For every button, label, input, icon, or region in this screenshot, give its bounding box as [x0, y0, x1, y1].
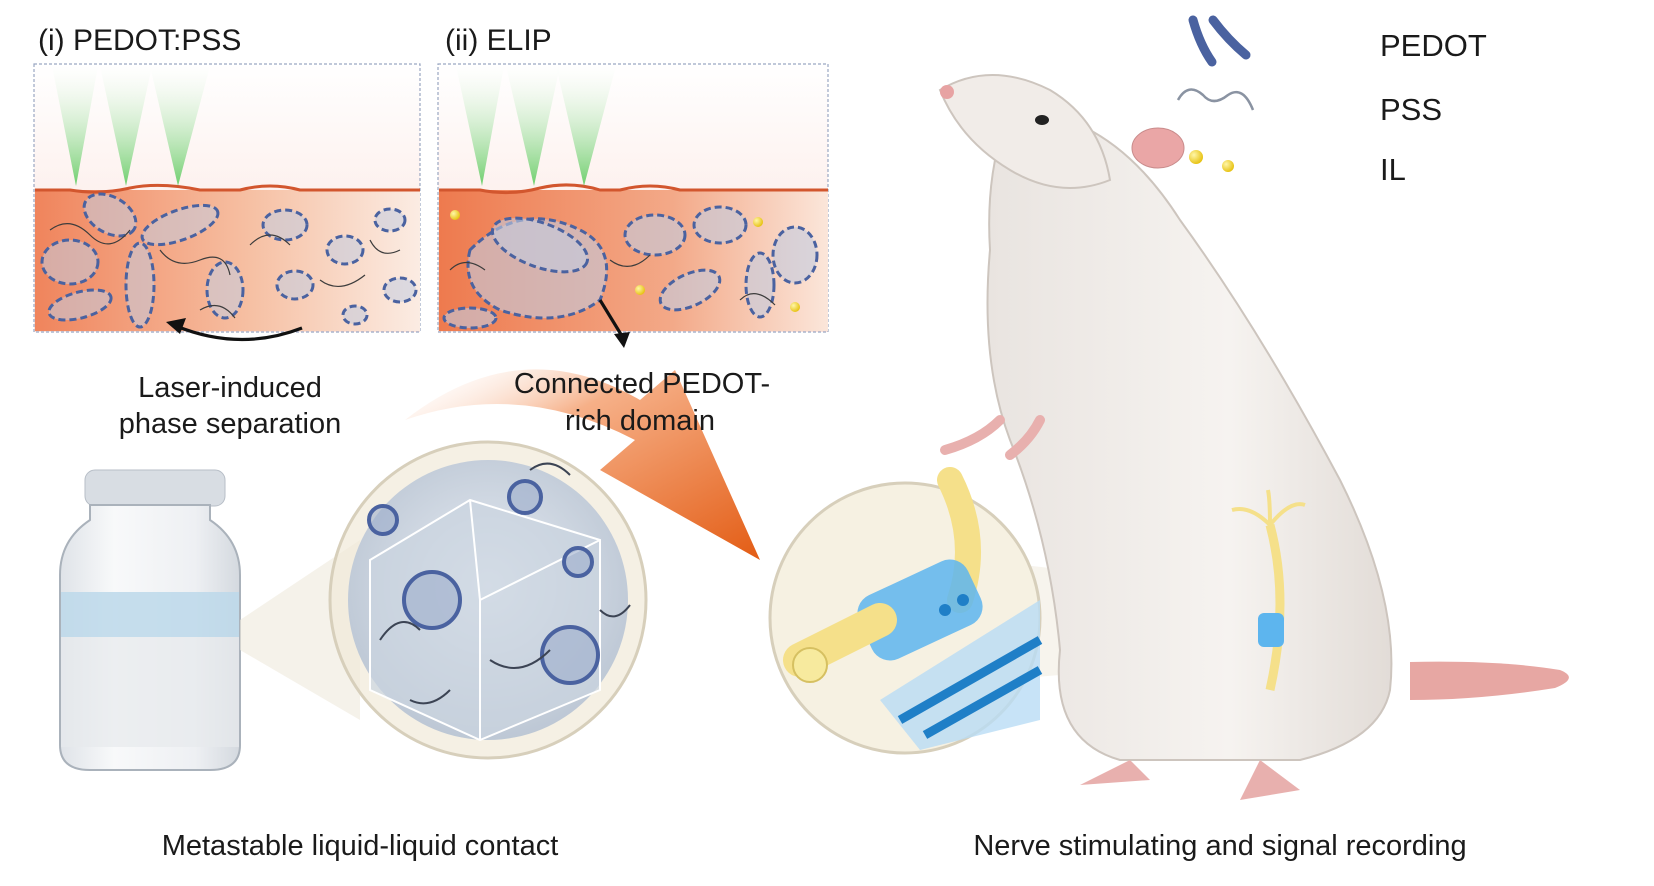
pedot-clusters — [40, 192, 418, 329]
electrode-cuff — [857, 559, 983, 661]
il-droplets — [450, 210, 800, 312]
laser-beam-icon — [100, 66, 152, 186]
panel-title-pedot-pss: (i) PEDOT:PSS — [38, 24, 242, 57]
implanted-electrode — [1258, 613, 1284, 647]
caption-vial: Metastable liquid-liquid contact — [161, 830, 559, 862]
annotation-pedot-domain-line1: Connected PEDOT- — [513, 368, 771, 400]
legend-icons — [1176, 15, 1255, 172]
laser-beam-icon — [52, 66, 98, 186]
annotation-pedot-domain-line2: rich domain — [565, 405, 715, 437]
pss-strands — [49, 223, 401, 319]
rat-ear — [1131, 127, 1185, 169]
legend-label-pss: PSS — [1380, 92, 1443, 127]
il-droplet-icon — [1189, 150, 1203, 164]
legend-label-il: IL — [1380, 152, 1406, 187]
panel-elip — [437, 63, 829, 348]
rat-nose — [940, 85, 954, 99]
liquid-interface-layer — [61, 592, 239, 637]
panel-pedot-pss — [33, 63, 421, 342]
rat-body — [986, 108, 1393, 761]
phase-separation-arrow — [175, 324, 303, 342]
rat-tail — [1410, 661, 1569, 700]
rat-head — [938, 74, 1112, 189]
rat-paw — [940, 415, 1005, 455]
panel-title-elip: (ii) ELIP — [445, 24, 552, 57]
laser-interface-line — [439, 183, 828, 195]
sciatic-nerve — [1265, 523, 1285, 691]
vial-cap — [84, 469, 226, 507]
legend-label-pedot: PEDOT — [1380, 28, 1487, 63]
annotation-phase-separation-line1: Laser-induced — [138, 372, 322, 404]
rat-eye — [1035, 115, 1049, 125]
laser-interface-line — [35, 183, 420, 194]
domain-arrow — [598, 299, 624, 337]
process-arrow-icon — [405, 369, 760, 560]
electrode-zoom-lens — [768, 467, 1240, 755]
pss-strand-icon — [1176, 88, 1255, 111]
caption-rat: Nerve stimulating and signal recording — [973, 830, 1467, 862]
pedot-network — [442, 205, 819, 330]
laser-beam-icon — [150, 66, 210, 186]
vial-illustration — [59, 469, 360, 771]
rat-illustration — [938, 74, 1569, 800]
annotation-phase-separation-line2: phase separation — [118, 408, 342, 440]
vial-zoom-lens — [328, 440, 648, 760]
lower-liquid — [61, 637, 239, 747]
pedot-chain-icon — [1188, 15, 1217, 67]
